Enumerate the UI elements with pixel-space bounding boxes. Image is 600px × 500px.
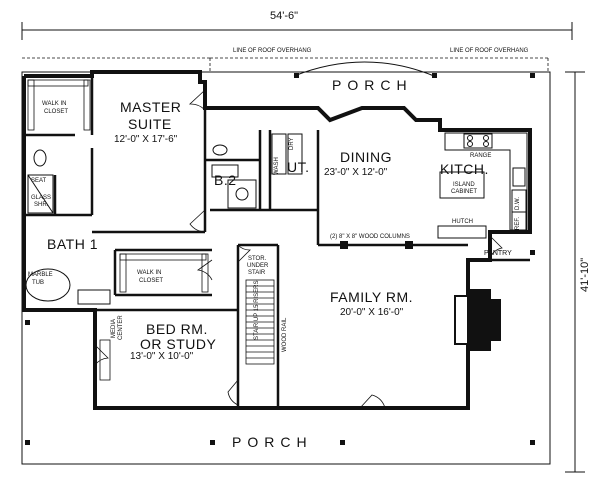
kitchen-label: KITCH. (440, 161, 489, 177)
media-center-line2: CENTER (118, 315, 124, 340)
glass-shower-line1: GLASS (31, 195, 52, 201)
roof-overhang-lines (22, 57, 549, 72)
wood-rail-note: WOOD RAIL (282, 317, 288, 352)
depth-dimension-line (565, 71, 585, 473)
roof-overhang-label-left: LINE OF ROOF OVERHANG (233, 48, 312, 54)
ut-label: UT. (287, 159, 310, 175)
porch-posts (25, 73, 535, 445)
porch-outline (21, 61, 551, 465)
closet-shelving (27, 79, 209, 381)
stairs-note: STAIR UP 15 RISERS (254, 280, 260, 340)
storage-line2: UNDER (247, 263, 269, 269)
bedroom-size: 13'-0" X 10'-0" (130, 351, 194, 362)
porch-back-label: PORCH (232, 434, 313, 450)
ref-label: REF. (515, 216, 521, 230)
pantry-label: PANTRY (484, 250, 512, 257)
bath-fixtures (25, 133, 303, 305)
width-dimension-line (21, 22, 573, 40)
fireplace (454, 289, 501, 351)
family-room-name: FAMILY RM. (330, 289, 414, 305)
roof-overhang-label-right: LINE OF ROOF OVERHANG (450, 48, 529, 54)
wood-columns-note: (2) 8" X 8" WOOD COLUMNS (330, 234, 410, 240)
exterior-walls (22, 70, 532, 410)
door-swings (94, 89, 503, 409)
range-label: RANGE (470, 153, 492, 159)
depth-dimension-label: 41'-10" (579, 257, 591, 292)
porch-front-label: PORCH (332, 77, 413, 93)
wood-columns (340, 241, 413, 249)
dining-name: DINING (340, 149, 392, 165)
kitchen-counters (437, 132, 528, 239)
glass-shower-line2: SHR. (34, 202, 49, 208)
seat-label: SEAT (31, 178, 47, 184)
island-cabinet-line1: ISLAND (453, 182, 475, 188)
marble-tub-line2: TUB (32, 280, 44, 286)
bedroom-name-line1: BED RM. (146, 321, 208, 337)
bedroom-name-line2: OR STUDY (140, 336, 217, 352)
family-room-size: 20'-0" X 16'-0" (340, 307, 404, 318)
walk-in-closet-master-line2: CLOSET (44, 109, 69, 115)
dw-label: D.W. (515, 197, 521, 210)
dry-label: DRY (289, 137, 295, 150)
master-suite-size: 12'-0" X 17'-6" (114, 134, 178, 145)
wash-label: WASH (274, 157, 280, 175)
staircase (245, 279, 275, 365)
walk-in-closet-master-line1: WALK IN (42, 101, 67, 107)
interior-walls (24, 76, 530, 408)
width-dimension-label: 54'-6" (270, 10, 299, 22)
dining-size: 23'-0" X 12'-0" (324, 167, 388, 178)
storage-line3: STAIR (248, 270, 266, 276)
bath1-label: BATH 1 (47, 236, 98, 252)
walk-in-closet-bath-line1: WALK IN (137, 270, 162, 276)
storage-line1: STOR. (248, 256, 267, 262)
media-center-line1: MEDIA (111, 318, 117, 338)
b2-label: B.2 (214, 172, 237, 188)
master-suite-name-line1: MASTER (120, 99, 182, 115)
walk-in-closet-bath-line2: CLOSET (139, 278, 164, 284)
island-cabinet-line2: CABINET (451, 189, 478, 195)
hutch-label: HUTCH (452, 219, 473, 225)
master-suite-name-line2: SUITE (128, 116, 172, 132)
marble-tub-line1: MARBLE (28, 272, 53, 278)
